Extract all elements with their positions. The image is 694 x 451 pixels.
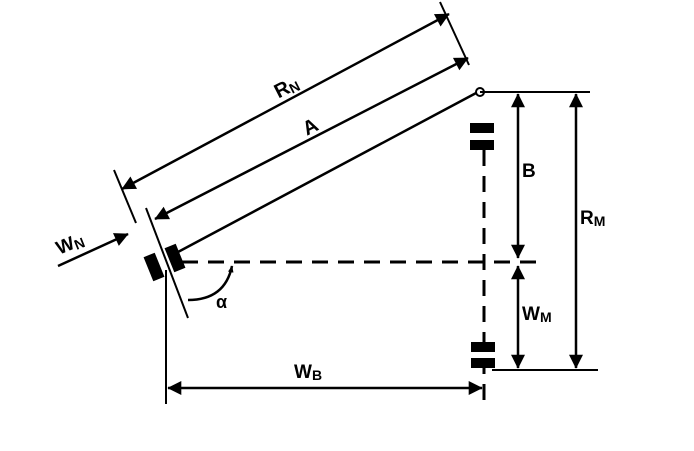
front-to-pivot-line [177, 90, 479, 254]
rear-wheel-top [470, 123, 494, 150]
wn-arrow [57, 232, 129, 268]
alpha-angle-arc [187, 265, 234, 302]
rear-wheel-bottom [471, 342, 495, 368]
wm-label: WM [522, 304, 552, 325]
a-dimension-arrow [154, 56, 469, 221]
front-wheel-right [164, 243, 186, 273]
rm-label: RM [580, 208, 605, 229]
front-wheel-left [143, 252, 165, 282]
alpha-label: α [216, 292, 227, 312]
a-label: A [299, 114, 322, 140]
rn-extension-line-right [439, 1, 470, 66]
b-label: B [522, 161, 536, 182]
wb-label: WB [294, 362, 322, 383]
front-axle-line [145, 207, 189, 319]
rn-extension-line-left [113, 169, 137, 224]
rn-label: RN [271, 72, 303, 103]
rn-dimension-arrow [121, 12, 450, 191]
